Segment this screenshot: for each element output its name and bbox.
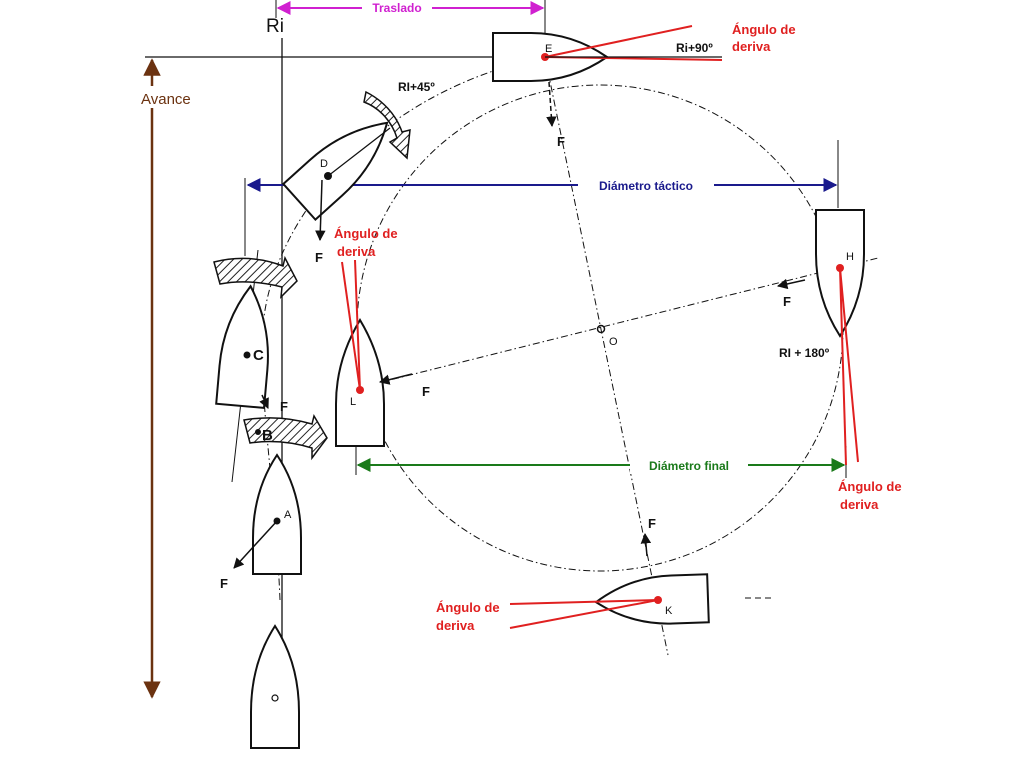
drift-angle-l-line2: deriva <box>337 244 376 259</box>
rudder-wash-arrow-d <box>363 90 411 160</box>
traslado-label-bg <box>362 0 432 16</box>
tactical-label-bg <box>578 176 714 194</box>
point-o-label: O <box>609 336 618 348</box>
force-label-d: F <box>315 250 323 265</box>
ship-k <box>594 573 710 625</box>
final-diameter-label: Diámetro final <box>649 459 729 473</box>
tactical-diameter-label: Diámetro táctico <box>599 179 693 193</box>
avance-label: Avance <box>141 91 191 108</box>
drift-line-l-1 <box>341 261 361 391</box>
ri-45-label: RI+45º <box>398 80 435 94</box>
force-arrow-a <box>233 520 278 569</box>
drift-line-k-2 <box>509 599 659 605</box>
force-arrow-l <box>378 373 413 385</box>
ship-start <box>250 624 300 749</box>
drift-angle-k-line2: deriva <box>436 618 475 633</box>
drift-line-k-1 <box>509 599 659 629</box>
drift-line-e-1 <box>544 25 693 58</box>
point-k-label: K <box>665 605 673 617</box>
point-a-label: A <box>284 509 292 521</box>
force-label-h: F <box>783 294 791 309</box>
point-l-label: L <box>350 396 356 408</box>
force-label-a: F <box>220 576 228 591</box>
force-arrow-e <box>546 81 557 128</box>
ship-d <box>281 121 389 222</box>
ship-a <box>252 453 302 575</box>
ri-label: Ri <box>266 16 284 37</box>
point-d-label: D <box>320 158 328 170</box>
rudder-wash-arrow-b <box>243 414 328 461</box>
point-b-label: B <box>262 427 273 444</box>
ri-90-label: Ri+90º <box>676 41 713 55</box>
point-b-dot <box>255 429 261 435</box>
final-label-bg <box>630 456 748 474</box>
rudder-wash-arrow-c <box>213 255 298 300</box>
force-arrow-b <box>259 394 269 409</box>
drift-line-l-2 <box>354 259 361 391</box>
point-c-label: C <box>253 347 264 364</box>
diameter-line-lh <box>349 257 879 391</box>
drift-angle-h-line2: deriva <box>840 497 879 512</box>
force-label-l: F <box>422 384 430 399</box>
force-label-b: F <box>280 399 288 414</box>
drift-angle-l-line1: Ángulo de <box>334 226 398 241</box>
drift-line-h-1 <box>839 267 847 466</box>
heading-line-d <box>327 127 391 177</box>
force-arrow-h <box>776 278 806 290</box>
ship-c <box>215 284 269 409</box>
point-e-label: E <box>545 43 552 55</box>
drift-angle-e-line1: Ángulo de <box>732 22 796 37</box>
force-label-k: F <box>648 516 656 531</box>
point-c-dot <box>243 351 251 359</box>
force-arrow-d <box>315 179 326 242</box>
force-label-e: F <box>557 134 565 149</box>
drift-angle-k-line1: Ángulo de <box>436 600 500 615</box>
drift-angle-e-line2: deriva <box>732 39 771 54</box>
drift-angle-h-line1: Ángulo de <box>838 479 902 494</box>
drift-line-h-2 <box>839 267 859 463</box>
point-h-label: H <box>846 251 854 263</box>
force-arrow-k <box>640 532 652 557</box>
ri-180-label: RI + 180º <box>779 346 830 360</box>
point-o-dot <box>596 324 606 334</box>
traslado-label: Traslado <box>372 1 421 15</box>
avance-label-bg <box>138 86 204 108</box>
